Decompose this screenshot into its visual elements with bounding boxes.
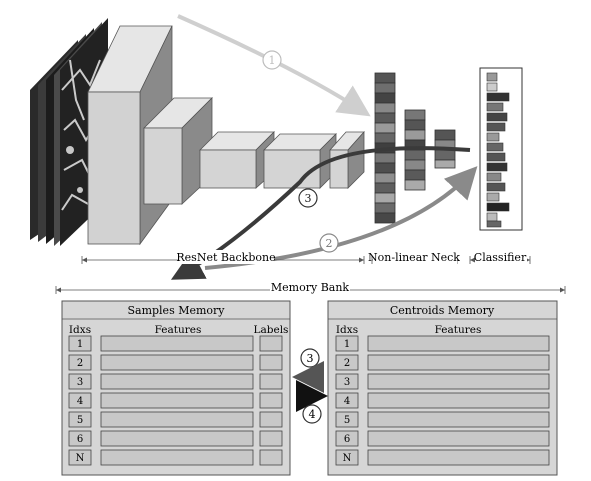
centroids-row: 1	[335, 335, 550, 352]
samples-idx-header: Idxs	[69, 324, 91, 336]
centroids-features-cell	[367, 449, 550, 466]
samples-features-cell	[100, 373, 254, 390]
centroids-idx-cell	[335, 392, 359, 409]
samples-idx-label: 3	[77, 377, 83, 388]
samples-idx-label: 2	[77, 358, 83, 369]
centroids-row: 2	[335, 354, 550, 371]
step-1-label: 1	[269, 54, 276, 67]
samples-features-cell	[100, 354, 254, 371]
step-3-label-bottom: 3	[307, 352, 314, 365]
samples-features-cell	[100, 392, 254, 409]
samples-features-cell	[100, 335, 254, 352]
step-4-label: 4	[309, 408, 316, 421]
centroids-idx-label: 2	[344, 358, 350, 369]
centroids-idx-cell	[335, 411, 359, 428]
centroids-idx-label: 4	[344, 396, 350, 407]
samples-features-cell	[100, 411, 254, 428]
centroids-memory-title: Centroids Memory	[390, 304, 495, 317]
step-3-circle-bottom: 3	[300, 348, 320, 368]
centroids-row: 4	[335, 392, 550, 409]
centroids-idx-label: N	[343, 453, 352, 464]
step-1-circle: 1	[262, 50, 282, 70]
samples-idx-cell	[68, 392, 92, 409]
samples-labels-header: Labels	[254, 324, 289, 336]
centroids-idx-cell	[335, 335, 359, 352]
neck-column-2	[404, 109, 426, 191]
samples-row: N	[68, 449, 283, 466]
samples-idx-cell	[68, 354, 92, 371]
centroids-idx-label: 6	[344, 434, 350, 445]
samples-idx-label: 1	[77, 339, 83, 350]
classifier-label: Classifier	[474, 251, 527, 264]
samples-row: 4	[68, 392, 283, 409]
step-3-circle-top: 3	[298, 188, 318, 208]
input-image-stack	[30, 18, 108, 246]
samples-label-cell	[259, 392, 283, 409]
classifier-box	[479, 67, 523, 231]
samples-label-cell	[259, 449, 283, 466]
samples-row: 6	[68, 430, 283, 447]
samples-row: 3	[68, 373, 283, 390]
centroids-features-cell	[367, 335, 550, 352]
samples-idx-cell	[68, 373, 92, 390]
samples-label-cell	[259, 411, 283, 428]
samples-memory-title: Samples Memory	[127, 304, 225, 317]
resnet-backbone-label: ResNet Backbone	[176, 251, 275, 264]
centroids-idx-cell	[335, 430, 359, 447]
samples-idx-cell	[68, 430, 92, 447]
centroids-idx-label: 3	[344, 377, 350, 388]
samples-idx-label: N	[76, 453, 85, 464]
samples-label-cell	[259, 430, 283, 447]
samples-label-cell	[259, 335, 283, 352]
step-3-label-top: 3	[305, 192, 312, 205]
memory-bank-label: Memory Bank	[271, 281, 350, 294]
centroids-row: 6	[335, 430, 550, 447]
samples-idx-cell	[68, 335, 92, 352]
samples-label-cell	[259, 373, 283, 390]
centroids-idx-header: Idxs	[336, 324, 358, 336]
centroids-features-cell	[367, 411, 550, 428]
samples-idx-label: 5	[77, 415, 83, 426]
samples-row: 5	[68, 411, 283, 428]
arrow-step-1	[177, 14, 371, 117]
centroids-idx-cell	[335, 354, 359, 371]
centroids-features-cell	[367, 430, 550, 447]
centroids-features-cell	[367, 392, 550, 409]
centroids-row: 3	[335, 373, 550, 390]
step-2-circle: 2	[319, 233, 339, 253]
samples-idx-label: 4	[77, 396, 83, 407]
centroids-idx-cell	[335, 373, 359, 390]
samples-features-cell	[100, 430, 254, 447]
centroids-idx-label: 1	[344, 339, 350, 350]
samples-label-cell	[259, 354, 283, 371]
samples-row: 2	[68, 354, 283, 371]
step-2-label: 2	[326, 237, 333, 250]
centroids-features-header: Features	[435, 324, 482, 336]
neck-column-3	[434, 129, 456, 169]
samples-memory-panel: Samples Memory Idxs Features Labels 1 2 3 4…	[61, 300, 291, 476]
samples-features-header: Features	[155, 324, 202, 336]
centroids-idx-cell	[335, 449, 359, 466]
non-linear-neck-label: Non-linear Neck	[368, 251, 460, 264]
samples-idx-cell	[68, 411, 92, 428]
centroids-row: N	[335, 449, 550, 466]
samples-row: 1	[68, 335, 283, 352]
centroids-memory-panel: Centroids Memory Idxs Features 1 2 3 4 5 6N	[327, 300, 558, 476]
step-4-circle: 4	[302, 404, 322, 424]
centroids-features-cell	[367, 354, 550, 371]
centroids-idx-label: 5	[344, 415, 350, 426]
samples-features-cell	[100, 449, 254, 466]
samples-idx-cell	[68, 449, 92, 466]
samples-idx-label: 6	[77, 434, 83, 445]
centroids-features-cell	[367, 373, 550, 390]
centroids-row: 5	[335, 411, 550, 428]
backbone-block-3	[199, 131, 275, 189]
